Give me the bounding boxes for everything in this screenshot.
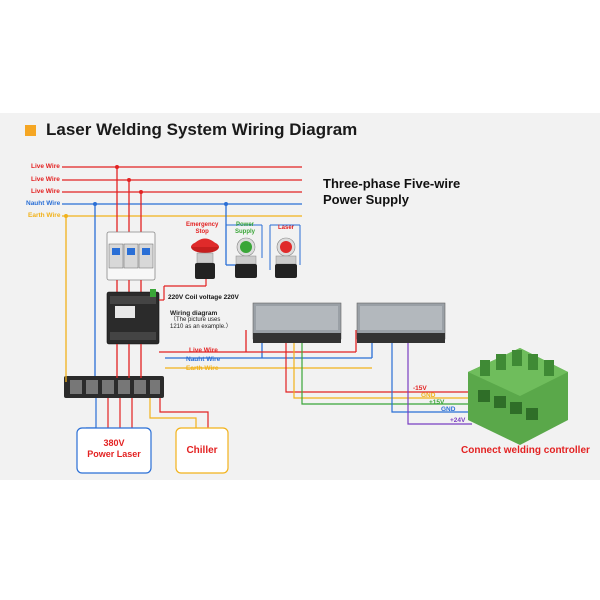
emergency-stop-button xyxy=(191,238,219,279)
power-supply-1 xyxy=(252,302,342,343)
mid-live-wire-label: Live Wire xyxy=(189,347,218,354)
wiring-note-heading: Wiring diagram xyxy=(170,310,218,317)
power-laser-label-line-1: 380V xyxy=(103,438,125,448)
controller-label: Connect welding controller xyxy=(461,445,590,456)
earth-wire-label: Earth Wire xyxy=(28,212,61,219)
power-laser-label: 380V Power Laser xyxy=(77,438,151,460)
pin-label-plus24v: +24V xyxy=(450,417,466,424)
laser-label: Laser xyxy=(278,225,295,231)
wiring-note: Wiring diagram （The picture uses 1210 as… xyxy=(170,310,232,331)
control-wires xyxy=(159,278,373,369)
contactor xyxy=(106,289,160,345)
emergency-stop-label-line-2: Stop xyxy=(195,229,209,235)
emergency-stop-label-line-1: Emergency xyxy=(186,222,219,228)
pin-label-minus15v: -15V xyxy=(413,385,427,392)
pin-label-gnd-2: GND xyxy=(441,406,456,413)
power-supply-label-line-2: Supply xyxy=(235,229,256,235)
terminal-block xyxy=(64,376,164,398)
power-supply-button xyxy=(235,237,257,278)
wiring-note-line-2: 1210 as an example.） xyxy=(170,324,232,330)
supply-title-line-1: Three-phase Five-wire xyxy=(323,176,461,191)
button-wires xyxy=(225,224,301,270)
output-wires xyxy=(285,343,472,425)
chiller-box xyxy=(175,427,229,474)
mid-nauht-wire-label: Nauht Wire xyxy=(186,356,221,363)
laser-button xyxy=(275,237,297,278)
page-title: Laser Welding System Wiring Diagram xyxy=(46,120,358,139)
power-supply-label: Power Supply xyxy=(235,222,255,236)
live-wire-label-1: Live Wire xyxy=(31,163,60,170)
mid-earth-wire-label: Earth Wire xyxy=(186,365,219,372)
nauht-wire-label: Nauht Wire xyxy=(26,200,61,207)
live-wire-label-2: Live Wire xyxy=(31,176,60,183)
chiller-label: Chiller xyxy=(186,445,218,456)
wiring-note-line-1: （The picture uses xyxy=(170,317,221,323)
power-supply-label-line-1: Power xyxy=(236,222,255,228)
controller-connector xyxy=(468,348,568,445)
emergency-stop-label: Emergency Stop xyxy=(186,222,218,236)
title-marker xyxy=(25,125,36,136)
live-wire-label-3: Live Wire xyxy=(31,188,60,195)
pin-label-plus15v: +15V xyxy=(429,399,445,406)
supply-title-line-2: Power Supply xyxy=(323,192,409,207)
supply-title: Three-phase Five-wire Power Supply xyxy=(323,176,460,208)
pin-label-gnd-1: GND xyxy=(421,392,436,399)
power-supply-2 xyxy=(356,302,446,343)
bus-lines xyxy=(62,166,302,217)
power-laser-box xyxy=(76,427,152,474)
terminal-wires xyxy=(65,340,209,430)
coil-voltage-label: 220V Coil voltage 220V xyxy=(168,294,239,301)
power-laser-label-line-2: Power Laser xyxy=(87,449,141,459)
circuit-breaker xyxy=(106,231,156,281)
